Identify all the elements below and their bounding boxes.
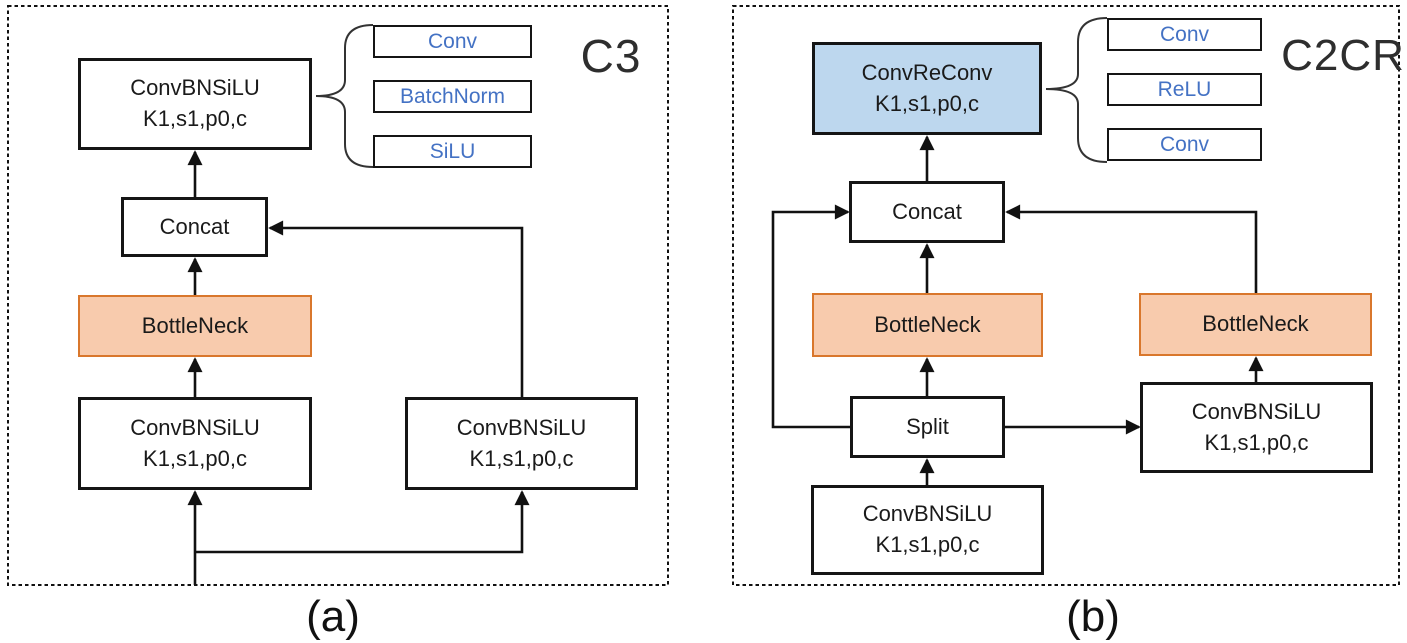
b-arrow-split-bypass-to-concat [771, 204, 850, 429]
b-bottleneck-right-label: BottleNeck [1202, 311, 1309, 337]
a-legend-conv-box: Conv [373, 25, 532, 58]
b-arrow-bottleneckright-to-concat [1005, 204, 1258, 293]
a-panel-tag: C3 [580, 30, 642, 82]
a-expansion-brace [315, 24, 374, 168]
b-legend-conv2-box: Conv [1107, 128, 1262, 161]
b-legend-relu-label: ReLU [1157, 77, 1212, 101]
b-legend-relu-box: ReLU [1107, 73, 1262, 106]
a-legend-batchnorm-label: BatchNorm [399, 84, 506, 108]
a-legend-conv-label: Conv [427, 29, 478, 53]
a-legend-silu-box: SiLU [373, 135, 532, 168]
a-legend-silu-label: SiLU [429, 139, 476, 163]
a-bottomleft-convbnsilu-params: K1,s1,p0,c [143, 445, 247, 471]
a-concat-block: Concat [121, 197, 268, 257]
b-convreconv-params: K1,s1,p0,c [875, 90, 979, 116]
b-bottom-convbnsilu-name: ConvBNSiLU [862, 501, 993, 527]
b-panel-tag: C2CR [1281, 31, 1405, 80]
a-bottleneck-block: BottleNeck [78, 295, 312, 357]
b-convreconv-name: ConvReConv [861, 59, 993, 85]
b-bottom-convbnsilu-params: K1,s1,p0,c [875, 532, 980, 557]
b-bottleneck-left-label: BottleNeck [874, 311, 981, 337]
a-concat-label: Concat [159, 213, 230, 239]
b-legend-conv2-label: Conv [1159, 132, 1210, 156]
b-figure-caption: (b) [1066, 591, 1120, 641]
b-split-block: Split [850, 396, 1005, 458]
b-legend-conv1-label: Conv [1159, 22, 1210, 46]
a-bottomleft-convbnsilu-name: ConvBNSiLU [130, 414, 260, 440]
a-top-convbnsilu-params: K1,s1,p0,c [143, 106, 247, 131]
a-arrow-rightconv-to-concat [268, 220, 524, 397]
b-bottleneck-left-block: BottleNeck [812, 293, 1043, 357]
b-split-label: Split [906, 413, 949, 439]
a-bottleneck-label: BottleNeck [141, 312, 249, 338]
a-top-convbnsilu-block: ConvBNSiLU K1,s1,p0,c [78, 58, 312, 150]
b-concat-block: Concat [849, 181, 1005, 243]
b-concat-label: Concat [892, 198, 962, 224]
b-right-convbnsilu-params: K1,s1,p0,c [1204, 429, 1309, 455]
b-bottleneck-right-block: BottleNeck [1139, 293, 1372, 356]
a-bottomright-convbnsilu-block: ConvBNSiLU K1,s1,p0,c [405, 397, 638, 490]
b-convreconv-block: ConvReConv K1,s1,p0,c [812, 42, 1042, 135]
a-top-convbnsilu-name: ConvBNSiLU [130, 75, 260, 101]
b-expansion-brace [1045, 17, 1108, 163]
panel-b-dotted-frame [732, 5, 1400, 586]
b-right-convbnsilu-name: ConvBNSiLU [1191, 398, 1322, 424]
a-bottomleft-convbnsilu-block: ConvBNSiLU K1,s1,p0,c [78, 397, 312, 490]
a-legend-batchnorm-box: BatchNorm [373, 80, 532, 113]
a-arrow-input-branch-to-rightconv [195, 490, 530, 554]
a-bottomright-convbnsilu-name: ConvBNSiLU [456, 414, 587, 440]
b-right-convbnsilu-block: ConvBNSiLU K1,s1,p0,c [1140, 382, 1373, 473]
b-bottom-convbnsilu-block: ConvBNSiLU K1,s1,p0,c [811, 485, 1044, 575]
b-legend-conv1-box: Conv [1107, 18, 1262, 51]
a-figure-caption: (a) [306, 591, 360, 641]
panel-a-dotted-frame [7, 5, 669, 586]
a-bottomright-convbnsilu-params: K1,s1,p0,c [469, 445, 574, 471]
